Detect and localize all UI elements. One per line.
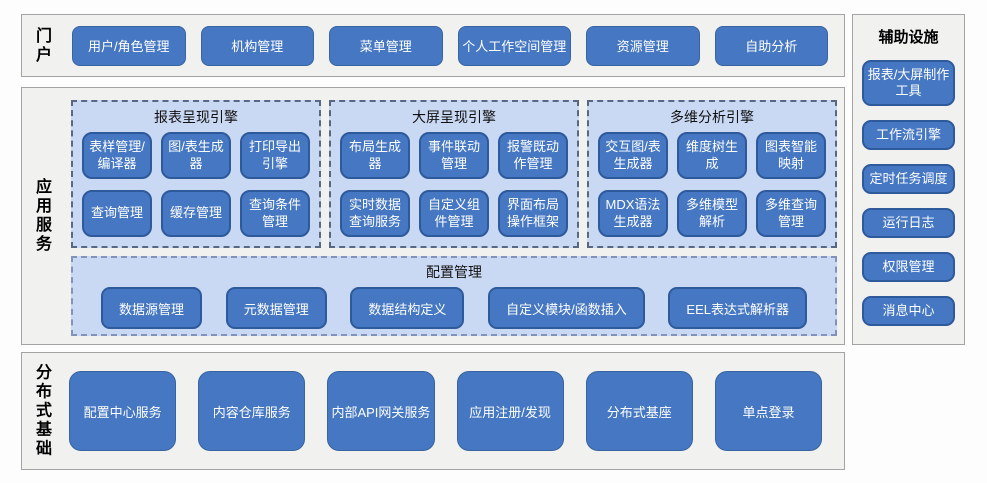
engine-button[interactable]: 多维查询管理 [756,190,826,237]
engine-button[interactable]: 实时数据查询服务 [340,190,410,237]
dist-button-distributed-base[interactable]: 分布式基座 [585,371,693,451]
portal-button-workspace[interactable]: 个人工作空间管理 [457,25,571,66]
engine-button[interactable]: 界面布局操作框架 [498,190,568,237]
dist-button-config-center[interactable]: 配置中心服务 [69,371,177,451]
portal-section: 门户 用户/角色管理 机构管理 菜单管理 个人工作空间管理 资源管理 自助分析 [21,14,845,77]
distributed-base-label: 分布式基础 [33,363,50,459]
engine-button[interactable]: 查询管理 [82,190,152,237]
engine-grid: 交互图/表生成器 维度树生成 图表智能映射 MDX语法生成器 多维模型解析 多维… [589,130,835,246]
portal-button-menu[interactable]: 菜单管理 [329,25,443,66]
config-title: 配置管理 [426,264,482,280]
portal-button-user-role[interactable]: 用户/角色管理 [72,25,186,66]
aux-button-scheduler[interactable]: 定时任务调度 [862,164,955,194]
dist-button-api-gateway[interactable]: 内部API网关服务 [327,371,435,451]
engine-button[interactable]: MDX语法生成器 [598,190,668,237]
aux-button-permission[interactable]: 权限管理 [862,252,955,282]
portal-label: 门户 [33,26,50,65]
distributed-button-row: 配置中心服务 内容仓库服务 内部API网关服务 应用注册/发现 分布式基座 单点… [69,353,823,469]
config-button-datasource[interactable]: 数据源管理 [101,287,203,329]
config-button-structure[interactable]: 数据结构定义 [350,287,465,329]
aux-button-runlog[interactable]: 运行日志 [862,208,955,238]
engine-boxes-row: 报表呈现引擎 表样管理/编译器 图/表生成器 打印导出引擎 查询管理 缓存管理 … [71,100,837,248]
portal-button-resource[interactable]: 资源管理 [586,25,700,66]
engine-box-report: 报表呈现引擎 表样管理/编译器 图/表生成器 打印导出引擎 查询管理 缓存管理 … [71,100,321,248]
config-button-custom-module[interactable]: 自定义模块/函数插入 [488,287,645,329]
portal-button-selfservice[interactable]: 自助分析 [714,25,828,66]
dist-button-app-registry[interactable]: 应用注册/发现 [456,371,564,451]
auxiliary-panel: 辅助设施 报表/大屏制作工具 工作流引擎 定时任务调度 运行日志 权限管理 消息… [852,14,965,345]
auxiliary-button-column: 报表/大屏制作工具 工作流引擎 定时任务调度 运行日志 权限管理 消息中心 [853,60,964,326]
aux-button-message-center[interactable]: 消息中心 [862,296,955,326]
aux-button-workflow[interactable]: 工作流引擎 [862,120,955,150]
app-services-label: 应用服务 [33,178,50,254]
engine-box-bigscreen: 大屏呈现引擎 布局生成器 事件联动管理 报警既动作管理 实时数据查询服务 自定义… [329,100,579,248]
app-services-section: 应用服务 报表呈现引擎 表样管理/编译器 图/表生成器 打印导出引擎 查询管理 … [21,87,845,345]
config-button-eel-parser[interactable]: EEL表达式解析器 [668,287,807,329]
engine-button[interactable]: 表样管理/编译器 [82,132,152,179]
engine-button[interactable]: 报警既动作管理 [498,132,568,179]
auxiliary-title: 辅助设施 [878,29,939,46]
engine-box-olap: 多维分析引擎 交互图/表生成器 维度树生成 图表智能映射 MDX语法生成器 多维… [587,100,837,248]
engine-button[interactable]: 维度树生成 [677,132,747,179]
config-button-metadata[interactable]: 元数据管理 [225,287,327,329]
config-management-box: 配置管理 数据源管理 元数据管理 数据结构定义 自定义模块/函数插入 EEL表达… [71,256,837,336]
dist-button-content-repo[interactable]: 内容仓库服务 [198,371,306,451]
engine-button[interactable]: 自定义组件管理 [419,190,489,237]
engine-button[interactable]: 图/表生成器 [161,132,231,179]
engine-title: 大屏呈现引擎 [412,109,496,125]
portal-button-org[interactable]: 机构管理 [200,25,314,66]
engine-grid: 表样管理/编译器 图/表生成器 打印导出引擎 查询管理 缓存管理 查询条件管理 [73,130,319,246]
engine-button[interactable]: 查询条件管理 [240,190,310,237]
engine-title: 报表呈现引擎 [154,109,238,125]
config-button-row: 数据源管理 元数据管理 数据结构定义 自定义模块/函数插入 EEL表达式解析器 [73,284,835,329]
engine-grid: 布局生成器 事件联动管理 报警既动作管理 实时数据查询服务 自定义组件管理 界面… [331,130,577,246]
portal-button-row: 用户/角色管理 机构管理 菜单管理 个人工作空间管理 资源管理 自助分析 [72,15,828,76]
engine-button[interactable]: 缓存管理 [161,190,231,237]
engine-button[interactable]: 打印导出引擎 [240,132,310,179]
distributed-base-section: 分布式基础 配置中心服务 内容仓库服务 内部API网关服务 应用注册/发现 分布… [21,352,845,470]
aux-button-report-tool[interactable]: 报表/大屏制作工具 [862,60,955,106]
engine-button[interactable]: 事件联动管理 [419,132,489,179]
engine-button[interactable]: 多维模型解析 [677,190,747,237]
engine-button[interactable]: 交互图/表生成器 [598,132,668,179]
dist-button-sso[interactable]: 单点登录 [714,371,823,451]
engine-button[interactable]: 图表智能映射 [756,132,826,179]
engine-title: 多维分析引擎 [670,109,754,125]
engine-button[interactable]: 布局生成器 [340,132,410,179]
